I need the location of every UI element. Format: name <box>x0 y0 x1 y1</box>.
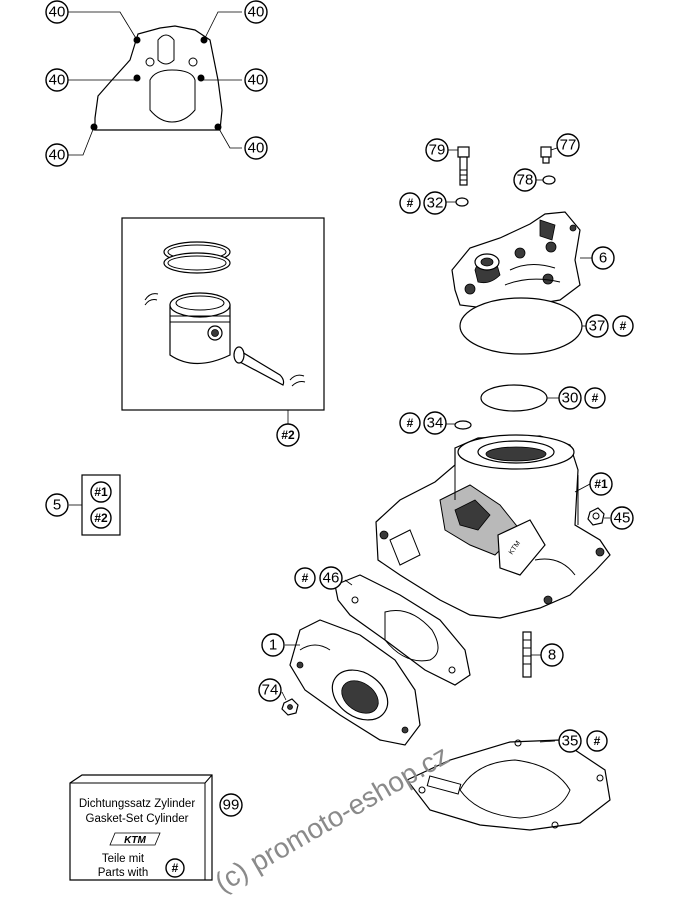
callout-46: 46 <box>319 566 343 590</box>
svg-text:46: 46 <box>323 570 340 587</box>
callout-32-hash: # <box>399 192 421 214</box>
callout-35-hash: # <box>586 730 608 752</box>
kit-hash-callout: # <box>165 858 185 878</box>
svg-text:40: 40 <box>49 147 66 164</box>
callout-34: 34 <box>423 411 447 435</box>
svg-text:40: 40 <box>49 72 66 89</box>
svg-text:78: 78 <box>517 172 534 189</box>
svg-text:KTM: KTM <box>124 835 146 846</box>
callout-45: 45 <box>610 506 634 530</box>
callout-40e: 40 <box>45 143 69 167</box>
exhaust-flange-1 <box>289 619 421 746</box>
kit-line-1: Dichtungssatz Zylinder <box>79 798 195 810</box>
washer-78 <box>542 175 556 185</box>
svg-text:79: 79 <box>429 142 446 159</box>
callout-37: 37 <box>585 314 609 338</box>
ktm-logo-icon: KTM <box>109 832 161 846</box>
svg-text:#: # <box>407 196 414 210</box>
svg-text:30: 30 <box>562 390 579 407</box>
o-ring-30 <box>480 384 548 412</box>
svg-text:77: 77 <box>560 137 577 154</box>
top-gasket <box>94 25 223 131</box>
svg-text:74: 74 <box>262 682 279 699</box>
callout-6: 6 <box>591 246 615 270</box>
callout-46-hash: # <box>294 567 316 589</box>
svg-text:#: # <box>594 734 601 748</box>
callout-37-hash: # <box>612 315 634 337</box>
callout-40c: 40 <box>45 68 69 92</box>
svg-text:37: 37 <box>589 318 606 335</box>
svg-text:45: 45 <box>614 510 631 527</box>
callout-79: 79 <box>425 138 449 162</box>
callout-40b: 40 <box>244 0 268 24</box>
watermark: (c) promoto-eshop.cz <box>210 739 455 898</box>
callout-8: 8 <box>540 643 564 667</box>
callout-99: 99 <box>219 793 243 817</box>
head-o-ring-37 <box>459 297 583 355</box>
callout-1: 1 <box>261 633 285 657</box>
callout-40a: 40 <box>45 0 69 24</box>
base-gasket-35 <box>406 739 611 831</box>
callout-40d: 40 <box>244 68 268 92</box>
svg-text:5: 5 <box>53 497 61 514</box>
svg-text:#: # <box>172 861 179 875</box>
svg-text:#: # <box>302 571 309 585</box>
screw-77 <box>540 146 552 164</box>
callout-labels: 40 40 40 40 40 40 79 77 78 # 32 6 37 # #… <box>45 0 634 817</box>
svg-text:1: 1 <box>269 637 277 654</box>
svg-text:99: 99 <box>223 797 240 814</box>
callout-5-kit1: #1 <box>90 481 112 503</box>
callout-74: 74 <box>258 678 282 702</box>
svg-text:40: 40 <box>49 4 66 21</box>
svg-text:32: 32 <box>427 195 444 212</box>
callout-34-hash: # <box>399 412 421 434</box>
callout-78: 78 <box>513 168 537 192</box>
callout-5: 5 <box>45 493 69 517</box>
kit-line-2: Gasket-Set Cylinder <box>86 813 189 825</box>
washer-32 <box>455 197 469 207</box>
nut-45 <box>587 507 605 526</box>
callout-77: 77 <box>556 133 580 157</box>
callout-cylinder-kit: #1 <box>589 472 613 496</box>
svg-text:#: # <box>407 416 414 430</box>
callout-piston-kit: #2 <box>276 423 300 447</box>
gasket-leaders <box>68 11 242 156</box>
head-bolt-79 <box>457 146 470 186</box>
cylinder-head <box>451 211 581 311</box>
svg-text:#2: #2 <box>281 428 295 442</box>
kit-line-3: Teile mit <box>102 853 145 865</box>
screw-74 <box>281 698 299 716</box>
svg-text:#1: #1 <box>594 477 608 491</box>
svg-text:40: 40 <box>248 72 265 89</box>
callout-5-kit2: #2 <box>90 507 112 529</box>
kit-line-4: Parts with <box>98 867 149 879</box>
callout-30: 30 <box>558 386 582 410</box>
o-ring-34 <box>454 420 472 430</box>
callout-32: 32 <box>423 191 447 215</box>
svg-text:8: 8 <box>548 647 556 664</box>
callout-30-hash: # <box>584 387 606 409</box>
svg-text:40: 40 <box>248 4 265 21</box>
svg-text:#2: #2 <box>94 511 108 525</box>
svg-text:#: # <box>620 319 627 333</box>
svg-text:#1: #1 <box>94 485 108 499</box>
gasket-set-box: Dichtungssatz Zylinder Gasket-Set Cylind… <box>69 774 213 881</box>
callout-35: 35 <box>558 729 582 753</box>
svg-text:34: 34 <box>427 415 444 432</box>
gasket-46 <box>334 574 471 686</box>
piston-kit-box <box>121 217 325 411</box>
svg-text:35: 35 <box>562 733 579 750</box>
cylinder: KTM <box>375 434 611 619</box>
svg-text:40: 40 <box>248 140 265 157</box>
svg-text:6: 6 <box>599 250 607 267</box>
stud-8 <box>522 631 532 678</box>
svg-text:#: # <box>592 391 599 405</box>
right-leaders <box>281 147 610 743</box>
callout-40f: 40 <box>244 136 268 160</box>
